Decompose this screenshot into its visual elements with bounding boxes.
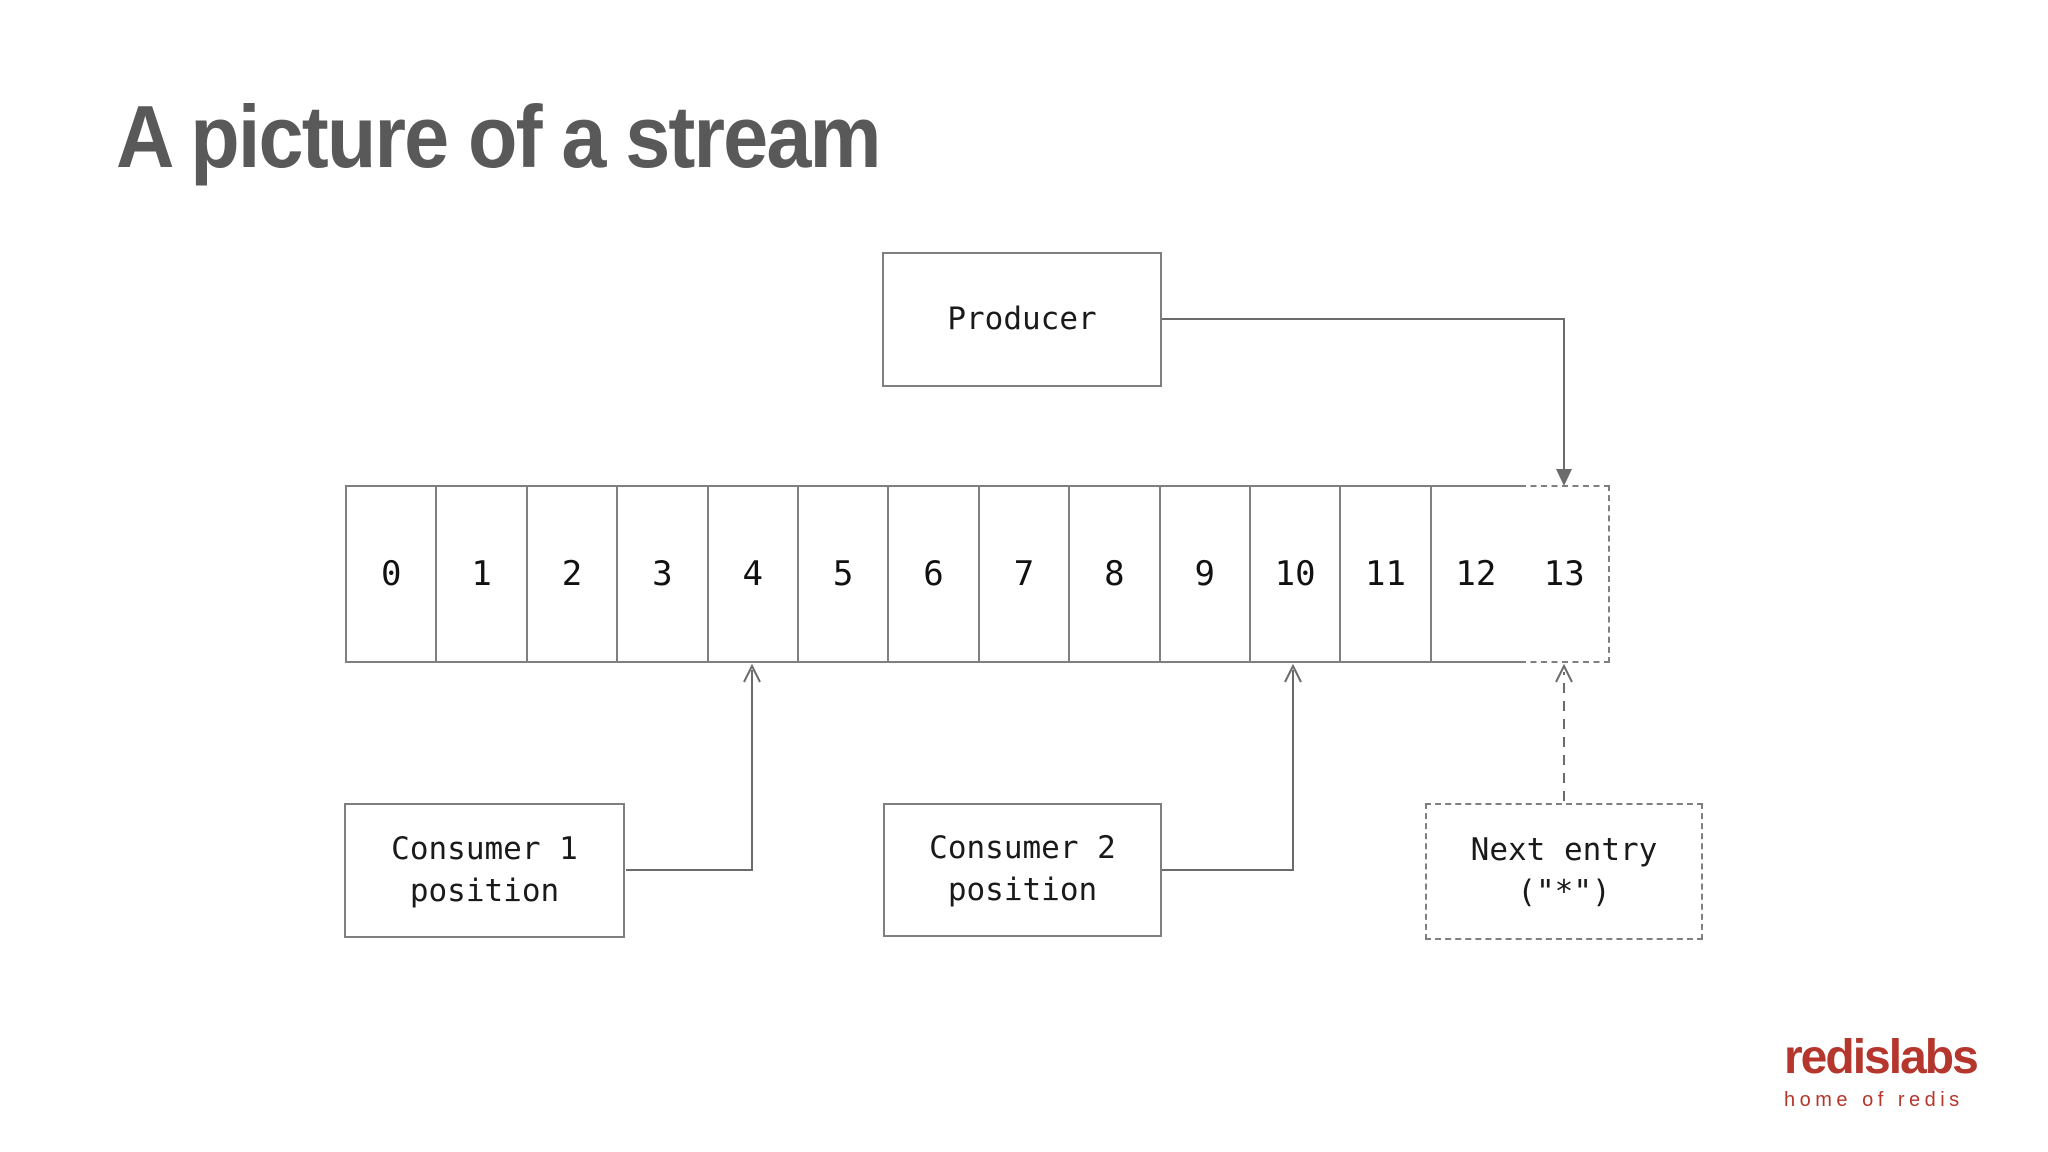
next-entry-label-line2: ("*") (1517, 873, 1611, 910)
stream-cell-13: 13 (1520, 485, 1611, 663)
consumer1-position-box: Consumer 1 position (344, 803, 625, 938)
consumer2-label-line2: position (947, 872, 1098, 908)
consumer1-label-line1: Consumer 1 (391, 830, 578, 867)
stream-cell-5: 5 (796, 485, 890, 663)
producer-arrowhead-icon (1556, 469, 1572, 486)
redislabs-logo-text: redislabs (1784, 1031, 1979, 1084)
stream-cell-10: 10 (1248, 485, 1342, 663)
consumer1-arrow-line (626, 670, 753, 871)
stream-cell-11: 11 (1339, 485, 1432, 663)
producer-box: Producer (882, 252, 1162, 387)
stream-cell-1: 1 (435, 485, 528, 663)
stream-cell-7: 7 (977, 485, 1071, 663)
producer-label: Producer (947, 300, 1097, 337)
next-entry-arrowhead-icon (1555, 663, 1573, 683)
stream-cell-4: 4 (706, 485, 799, 663)
stream-cell-0: 0 (345, 485, 438, 663)
stream-cell-3: 3 (616, 485, 709, 663)
consumer2-label-line1: Consumer 2 (929, 830, 1116, 867)
redislabs-logo: redislabs home of redis (1784, 1034, 1994, 1112)
next-entry-box: Next entry ("*") (1425, 803, 1703, 940)
consumer2-arrowhead-icon (1284, 663, 1302, 683)
stream-cell-6: 6 (887, 485, 980, 663)
producer-arrow-line (1162, 318, 1565, 470)
redislabs-tagline: home of redis (1784, 1089, 1964, 1111)
page-title: A picture of a stream (116, 87, 882, 186)
consumer2-arrow-line (1162, 670, 1294, 871)
stream-cell-9: 9 (1158, 485, 1251, 663)
stream-cell-2: 2 (525, 485, 619, 663)
stream-cell-8: 8 (1068, 485, 1161, 663)
consumer1-label-line2: position (409, 872, 560, 909)
stream-cell-12: 12 (1429, 485, 1523, 663)
consumer2-position-box: Consumer 2 position (883, 803, 1162, 937)
next-entry-label-line1: Next entry (1470, 831, 1658, 868)
consumer1-arrowhead-icon (743, 663, 761, 683)
